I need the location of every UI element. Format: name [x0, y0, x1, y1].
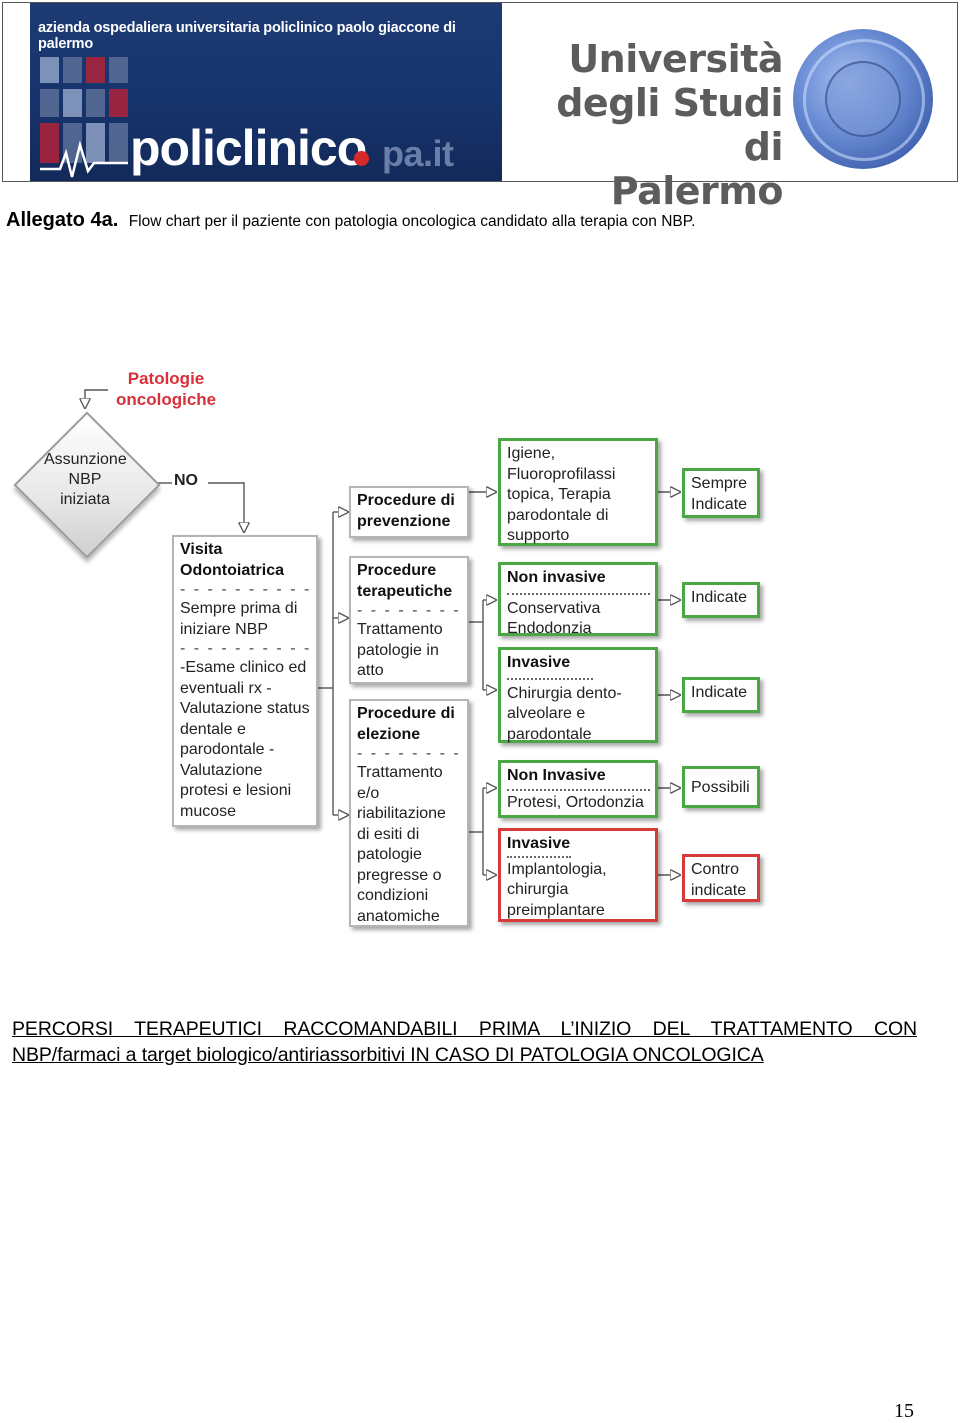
elezione-body: Trattamento e/o riabilitazione di esiti … [357, 764, 446, 925]
universita-line: Palermo [610, 169, 784, 213]
outcome-text: Indicate [691, 589, 748, 606]
outcome-text: Sempre Indicate [691, 475, 748, 513]
non-invasive-1-box: Non invasive Conservativa Endodonzia [498, 562, 658, 637]
percorsi-title: PERCORSI TERAPEUTICI RACCOMANDABILI PRIM… [12, 1018, 917, 1066]
terapeutiche-box: Procedure terapeutiche - - - - - - - - -… [349, 556, 469, 684]
visita-box: Visita Odontoiatrica - - - - - - - - - -… [172, 535, 318, 827]
dotted-separator [507, 677, 593, 680]
invasive-1-body: Chirurgia dento-alveolare e parodontale [507, 684, 622, 743]
pa-it-wordmark: pa.it [382, 133, 454, 174]
outcome-indicate-2: Indicate [682, 677, 760, 713]
figure-caption: Allegato 4a. Flow chart per il paziente … [6, 209, 695, 232]
decision-text: Assunzione NBP iniziata [44, 451, 127, 508]
invasive-2-title: Invasive [507, 835, 571, 852]
flow-connectors [0, 389, 960, 940]
igiene-box: Igiene, Fluoroprofilassi topica, Terapia… [498, 438, 658, 546]
caption-text: Flow chart per il paziente con patologia… [128, 213, 696, 230]
outcome-text: Contro indicate [691, 861, 747, 899]
igiene-body: Igiene, Fluoroprofilassi topica, Terapia… [507, 445, 616, 544]
separator: - - - - - - - - - - - [180, 640, 311, 657]
invasive-1-box: Invasive Chirurgia dento-alveolare e par… [498, 647, 658, 743]
flowchart: Patologie oncologiche Assunzione NBP ini… [0, 360, 960, 940]
header-banner: azienda ospedaliera universitaria policl… [2, 2, 958, 213]
visita-title: Visita Odontoiatrica [180, 541, 285, 579]
dotted-separator [507, 592, 650, 595]
page-number: 15 [894, 1400, 914, 1422]
outcome-possibili: Possibili [682, 766, 760, 808]
separator: - - - - - - - - - [357, 745, 462, 762]
universita-line: degli Studi di [556, 81, 783, 169]
separator: - - - - - - - - - [357, 602, 462, 619]
dotted-separator [507, 788, 650, 791]
terapeutiche-title: Procedure terapeutiche [357, 562, 453, 600]
university-seal-icon [793, 29, 933, 169]
red-dot [354, 151, 369, 166]
prevenzione-box: Procedure di prevenzione [349, 486, 469, 538]
prevenzione-title: Procedure di prevenzione [357, 492, 455, 530]
visita-line2: -Esame clinico ed eventuali rx -Valutazi… [180, 659, 310, 820]
outcome-text: Possibili [691, 779, 750, 796]
policlinico-logo: azienda ospedaliera universitaria policl… [30, 3, 502, 181]
azienda-text: azienda ospedaliera universitaria policl… [38, 20, 456, 52]
start-label: Patologie oncologiche [116, 369, 217, 409]
logo-graphic [36, 51, 128, 178]
outcome-sempre-indicate: Sempre Indicate [682, 468, 760, 518]
dotted-separator [507, 855, 572, 858]
universita-line: Università [568, 37, 783, 81]
invasive-2-box: Invasive Implantologia, chirurgia preimp… [498, 828, 658, 922]
non-invasive-2-box: Non Invasive Protesi, Ortodonzia [498, 760, 658, 818]
outcome-contro-indicate: Contro indicate [682, 854, 760, 902]
non-invasive-2-title: Non Invasive [507, 767, 606, 784]
no-label: NO [174, 472, 198, 489]
non-invasive-2-body: Protesi, Ortodonzia [507, 793, 644, 811]
separator: - - - - - - - - - - - [180, 581, 311, 598]
decision-node: Assunzione NBP iniziata [13, 411, 161, 559]
terapeutiche-body: Trattamento patologie in atto [357, 621, 443, 679]
visita-line1: Sempre prima di iniziare NBP [180, 600, 298, 638]
outcome-indicate-1: Indicate [682, 582, 760, 618]
caption-label: Allegato 4a. [6, 209, 119, 231]
invasive-1-title: Invasive [507, 654, 571, 671]
elezione-title: Procedure di elezione [357, 705, 455, 743]
outcome-text: Indicate [691, 684, 748, 701]
invasive-2-body: Implantologia, chirurgia preimplantare [507, 860, 607, 919]
elezione-box: Procedure di elezione - - - - - - - - - … [349, 699, 469, 927]
universita-wordmark: Università degli Studi di Palermo [533, 37, 783, 213]
non-invasive-1-body: Conservativa Endodonzia [507, 599, 601, 638]
non-invasive-1-title: Non invasive [507, 569, 606, 586]
policlinico-wordmark: policlinico [130, 120, 367, 176]
